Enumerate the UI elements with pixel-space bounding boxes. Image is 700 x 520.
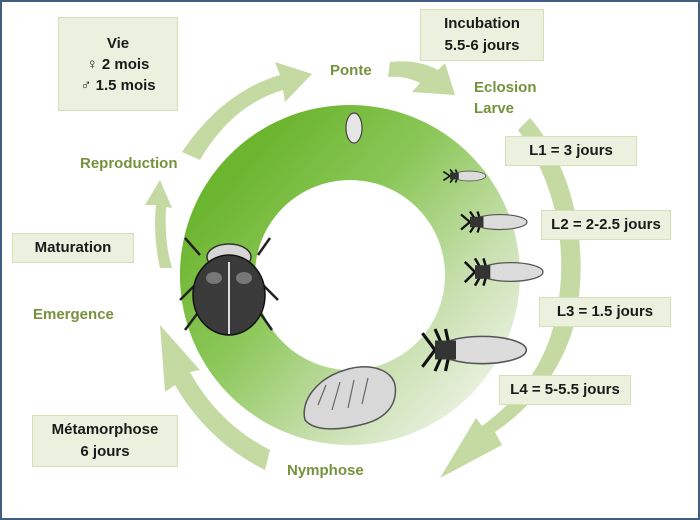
larva-l1-illustration xyxy=(442,168,487,184)
stage-eclosion: Eclosion xyxy=(474,79,537,96)
larva-l4-illustration xyxy=(421,328,528,372)
metamorphose-duration: 6 jours xyxy=(80,443,130,460)
l3-duration: L3 = 1.5 jours xyxy=(556,303,654,320)
l4-box: L4 = 5-5.5 jours xyxy=(499,375,631,405)
maturation-label: Maturation xyxy=(34,239,112,256)
stage-ponte: Ponte xyxy=(330,62,372,79)
adult-beetle-illustration xyxy=(179,237,279,336)
vie-male-value: 1.5 mois xyxy=(95,76,156,94)
vie-female-row: ♀2 mois xyxy=(87,54,150,75)
l2-duration: L2 = 2-2.5 jours xyxy=(551,216,661,233)
vie-title: Vie xyxy=(106,34,130,52)
l1-box: L1 = 3 jours xyxy=(505,136,637,166)
l2-box: L2 = 2-2.5 jours xyxy=(541,210,671,240)
vie-male-row: ♂1.5 mois xyxy=(80,75,155,96)
arrow-maturation-to-reproduction xyxy=(145,180,172,268)
l4-duration: L4 = 5-5.5 jours xyxy=(510,381,620,398)
incubation-box: Incubation 5.5-6 jours xyxy=(420,9,544,61)
pupa-illustration xyxy=(303,366,397,430)
incubation-title: Incubation xyxy=(444,15,520,32)
stage-larve: Larve xyxy=(474,100,515,117)
life-cycle-ring xyxy=(179,105,520,445)
stage-emergence: Emergence xyxy=(33,306,114,323)
incubation-duration: 5.5-6 jours xyxy=(444,37,520,54)
female-symbol-icon: ♀ xyxy=(86,55,98,73)
stage-reproduction: Reproduction xyxy=(80,155,178,172)
metamorphose-box: Métamorphose 6 jours xyxy=(32,415,178,467)
vie-female-value: 2 mois xyxy=(101,55,150,73)
egg-illustration xyxy=(345,112,363,144)
l3-box: L3 = 1.5 jours xyxy=(539,297,671,327)
maturation-box: Maturation xyxy=(12,233,134,263)
larva-l2-illustration xyxy=(460,210,528,234)
arrow-reproduction-to-ponte xyxy=(182,62,312,160)
l1-duration: L1 = 3 jours xyxy=(529,142,613,159)
arrow-larve-to-nymphose xyxy=(440,118,581,478)
vie-box: Vie ♀2 mois ♂1.5 mois xyxy=(58,17,178,111)
arrow-nymphose-to-emergence xyxy=(160,325,270,470)
larva-l3-illustration xyxy=(463,257,544,287)
arrow-ponte-to-eclosion xyxy=(388,61,455,95)
metamorphose-title: Métamorphose xyxy=(51,421,159,438)
male-symbol-icon: ♂ xyxy=(80,76,92,94)
stage-nymphose: Nymphose xyxy=(287,462,364,479)
